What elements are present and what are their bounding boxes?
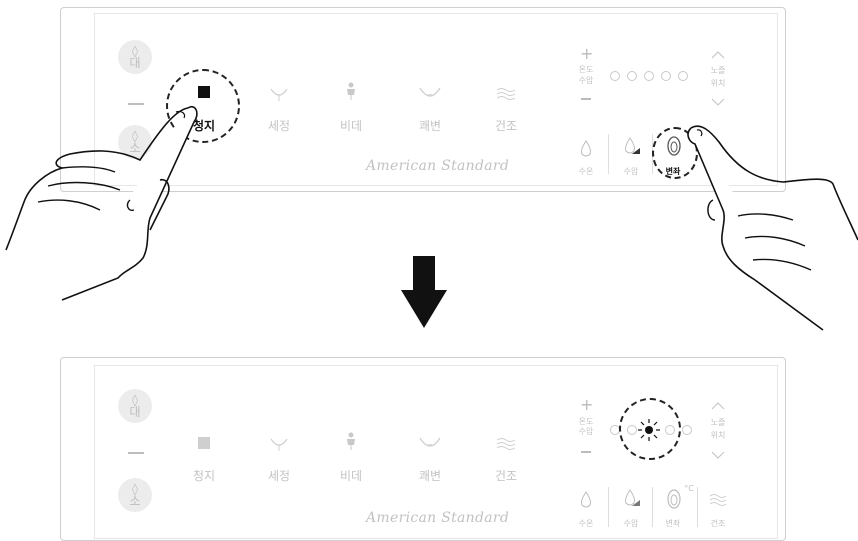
settings-divider <box>652 487 653 527</box>
level-indicator-5 <box>682 425 692 435</box>
brand-logo: American Standard <box>366 510 509 526</box>
settings-label-water-temp: 수온 <box>574 519 598 528</box>
function-label-stop: 청지 <box>179 467 229 484</box>
settings-label-pressure: 수압 <box>619 519 643 528</box>
wash-icon[interactable] <box>269 436 289 452</box>
function-label-wash: 세정 <box>254 467 304 484</box>
dry-icon[interactable] <box>497 88 515 100</box>
dry-icon[interactable] <box>710 494 726 506</box>
function-label-dry: 건조 <box>481 467 531 484</box>
water-temp-icon[interactable] <box>580 492 592 508</box>
increase-button[interactable]: + <box>580 44 593 63</box>
settings-label-pressure: 수압 <box>619 167 643 176</box>
position-label-nozzle: 노즐 <box>707 418 729 427</box>
function-label-wash: 세정 <box>254 117 304 134</box>
flush-small-button[interactable]: ◊ 소 <box>118 478 152 512</box>
bidet-icon[interactable] <box>344 82 358 100</box>
water-temp-icon[interactable] <box>580 141 592 157</box>
flush-large-label: 대 <box>129 405 140 419</box>
highlight-ring-level <box>619 398 681 460</box>
position-label-position: 위치 <box>707 431 729 440</box>
position-label-nozzle: 노즐 <box>707 66 729 75</box>
function-label-bidet: 비데 <box>326 117 376 134</box>
level-indicator-1 <box>610 71 620 81</box>
flush-small-label: 소 <box>129 494 140 508</box>
decrease-button[interactable] <box>581 451 591 453</box>
flush-large-button[interactable]: ◊ 대 <box>118 389 152 423</box>
decrease-button[interactable] <box>581 98 591 100</box>
wash-icon[interactable] <box>269 86 289 102</box>
down-arrow-icon <box>401 256 447 328</box>
massage-icon[interactable] <box>418 436 442 452</box>
settings-divider <box>608 134 609 174</box>
flush-divider <box>128 452 144 454</box>
adjust-label-pressure: 수압 <box>575 76 597 85</box>
increase-button[interactable]: + <box>580 395 593 414</box>
level-indicator-2 <box>627 71 637 81</box>
chevron-down-icon[interactable] <box>712 452 724 458</box>
settings-label-seat: 변좌 <box>661 519 685 528</box>
function-label-bidet: 비데 <box>326 467 376 484</box>
brand-logo: American Standard <box>366 158 509 174</box>
flush-large-button[interactable]: ◊ 대 <box>118 40 152 74</box>
settings-divider <box>608 487 609 527</box>
adjust-label-temp: 온도 <box>575 417 597 426</box>
chevron-up-icon[interactable] <box>712 52 724 58</box>
settings-label-dry: 건조 <box>706 519 730 528</box>
chevron-up-icon[interactable] <box>712 403 724 409</box>
level-indicator-4 <box>661 71 671 81</box>
water-pressure-icon[interactable] <box>624 490 640 508</box>
left-hand-illustration <box>0 100 200 300</box>
flush-large-label: 대 <box>129 56 140 70</box>
adjust-label-temp: 온도 <box>575 65 597 74</box>
massage-icon[interactable] <box>418 86 442 102</box>
function-label-dry: 건조 <box>481 117 531 134</box>
settings-divider <box>697 487 698 527</box>
function-label-massage: 쾌변 <box>405 467 455 484</box>
stop-icon[interactable] <box>198 437 210 449</box>
settings-label-water-temp: 수온 <box>574 167 598 176</box>
water-pressure-icon[interactable] <box>624 138 640 156</box>
adjust-label-pressure: 수압 <box>575 427 597 436</box>
seat-heat-icon[interactable] <box>667 489 681 509</box>
chevron-down-icon[interactable] <box>712 99 724 105</box>
position-label-position: 위치 <box>707 79 729 88</box>
bidet-icon[interactable] <box>344 432 358 450</box>
dry-icon[interactable] <box>497 438 515 450</box>
level-indicator-3 <box>644 71 654 81</box>
level-indicator-5 <box>678 71 688 81</box>
seat-temp-unit: °C <box>681 484 697 493</box>
function-label-massage: 쾌변 <box>405 117 455 134</box>
right-hand-illustration <box>683 120 858 330</box>
